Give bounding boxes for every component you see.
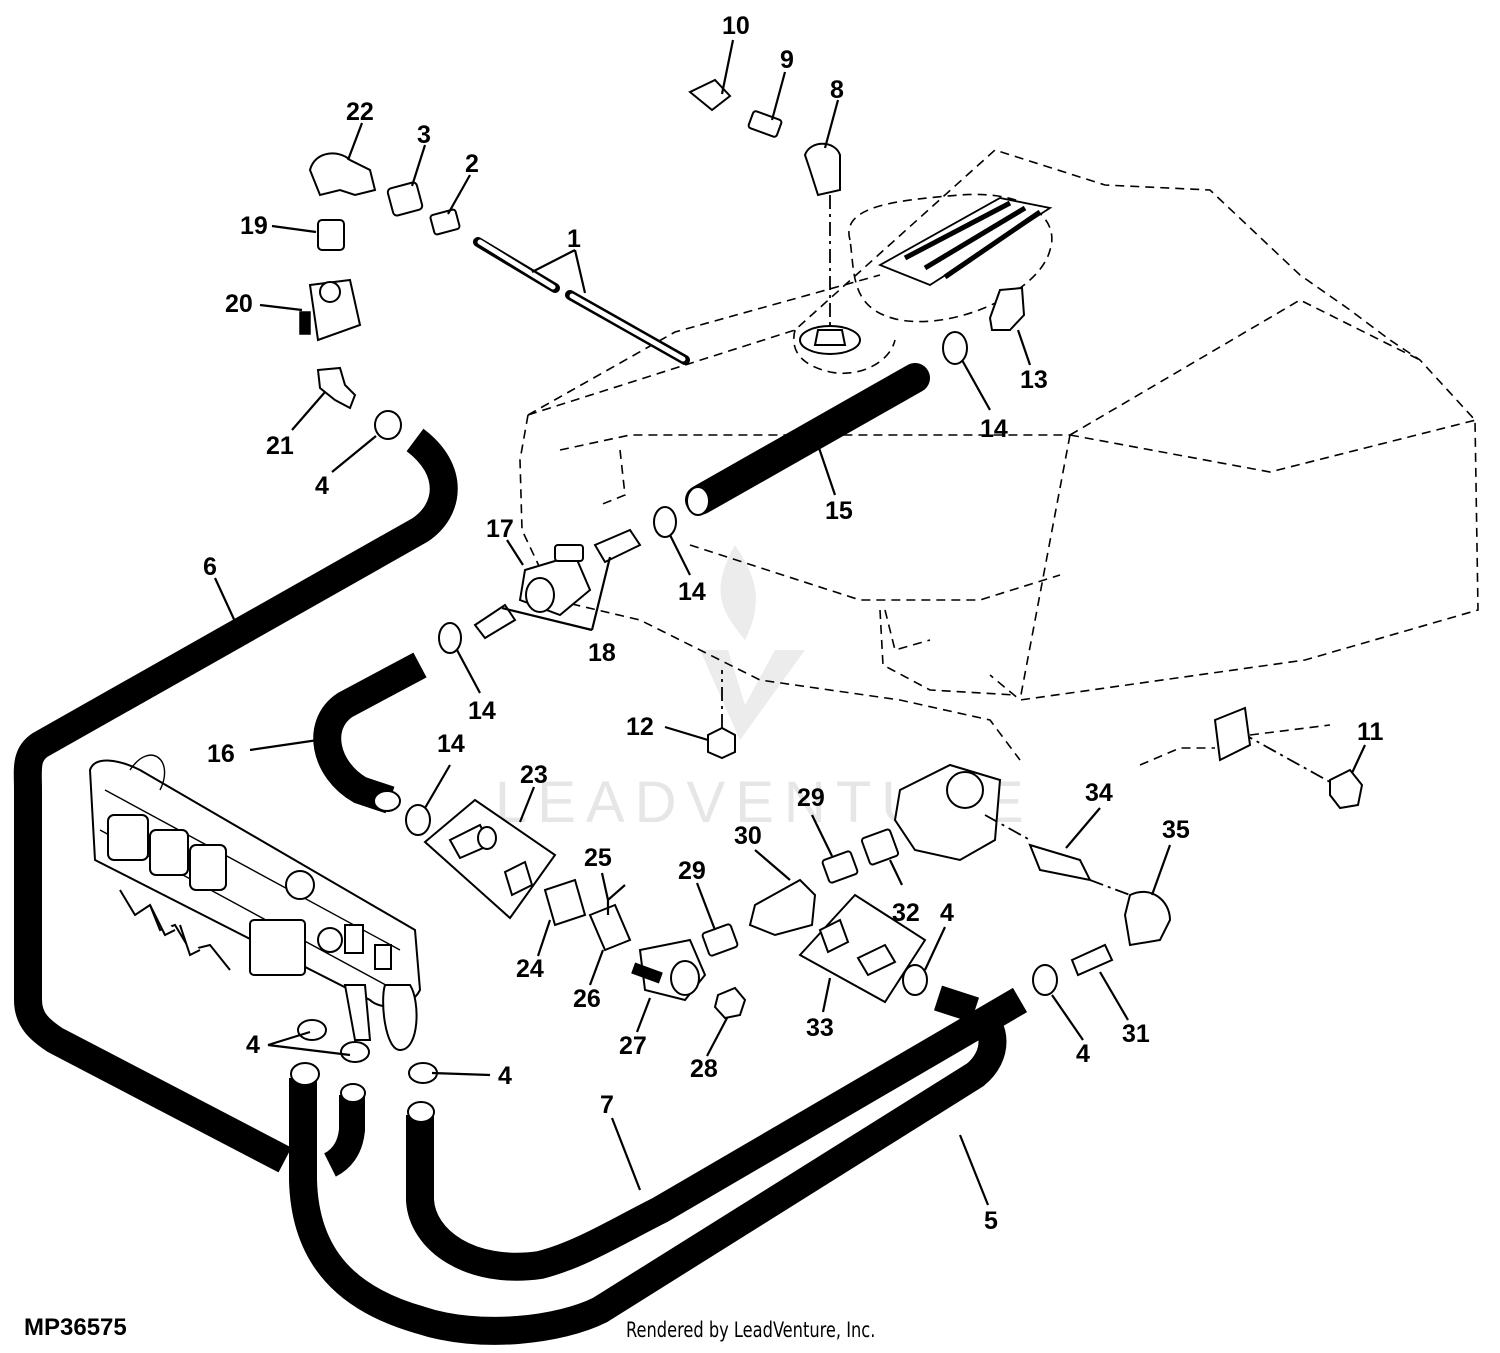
callout-11: 11: [1357, 718, 1384, 746]
callout-13: 13: [1020, 366, 1048, 394]
callout-24: 24: [516, 955, 544, 983]
part-28-plug: [713, 986, 747, 1020]
part-10-cap: [688, 78, 732, 112]
part-18-barb: [593, 528, 642, 564]
tank-grille: [877, 197, 1053, 287]
leader-lines: [214, 39, 1366, 1206]
part-14-clamp: [942, 331, 968, 365]
callout-4: 4: [940, 899, 954, 927]
callout-5: 5: [984, 1207, 998, 1235]
part-29-nipple: [821, 850, 859, 884]
kit-boxes: [423, 798, 927, 1004]
callout-22: 22: [346, 98, 374, 126]
hose-5: [289, 1005, 1007, 1345]
part-13-elbow: [988, 286, 1026, 331]
hoses: [13, 363, 1028, 1345]
callout-8: 8: [830, 76, 844, 104]
callout-7: 7: [600, 1091, 614, 1119]
part-26-fitting: [588, 903, 632, 952]
callout-26: 26: [573, 985, 601, 1013]
part-21-elbow: [316, 366, 357, 410]
render-credit: Rendered by LeadVenture, Inc.: [626, 1318, 876, 1342]
callout-6: 6: [203, 553, 217, 581]
callout-12: 12: [626, 713, 654, 741]
callout-18: 18: [588, 639, 616, 667]
part-19-nipple: [317, 219, 345, 251]
hose-7: [406, 987, 1028, 1281]
callout-28: 28: [690, 1055, 718, 1083]
callout-15: 15: [825, 497, 853, 525]
callout-25: 25: [584, 844, 612, 872]
callout-1: 1: [567, 225, 581, 253]
callout-30: 30: [734, 822, 762, 850]
callout-34: 34: [1085, 779, 1113, 807]
callout-2: 2: [465, 150, 479, 178]
callout-14: 14: [980, 415, 1008, 443]
callout-19: 19: [240, 212, 268, 240]
callout-29: 29: [678, 857, 706, 885]
part-12-nut: [707, 726, 736, 760]
callout-23: 23: [520, 761, 548, 789]
part-32-nipple: [860, 828, 900, 866]
part-30-tee: [748, 878, 817, 937]
callout-32: 32: [892, 899, 920, 927]
callout-21: 21: [266, 432, 294, 460]
part-31-barb: [1070, 943, 1114, 977]
sprayer-tank: [519, 149, 1479, 766]
callout-16: 16: [207, 740, 235, 768]
hose-6: [13, 428, 458, 1173]
callout-14: 14: [468, 697, 496, 725]
part-11-cap: [1329, 768, 1364, 810]
callout-35: 35: [1162, 816, 1190, 844]
callout-4: 4: [1076, 1040, 1090, 1068]
part-35-elbow: [1123, 890, 1172, 947]
diagram-id: MP36575: [24, 1314, 127, 1341]
callout-33: 33: [806, 1014, 834, 1042]
hose-15: [685, 363, 930, 515]
callout-labels: 10 9 8 22 3 2 19 1 20 13 21 14 4 15 17 6…: [203, 12, 1384, 1235]
callout-14: 14: [678, 578, 706, 606]
callout-10: 10: [722, 12, 750, 40]
callout-17: 17: [486, 515, 514, 543]
callout-27: 27: [619, 1032, 647, 1060]
callout-4: 4: [246, 1031, 260, 1059]
part-34-strainer: [1028, 843, 1092, 882]
part-9-nipple: [747, 110, 783, 138]
callout-4: 4: [315, 472, 329, 500]
part-22-elbow: [308, 152, 377, 197]
box-33: [798, 893, 927, 1004]
callout-14: 14: [437, 730, 465, 758]
control-manifold: [88, 754, 422, 1052]
callout-4: 4: [498, 1062, 512, 1090]
callout-9: 9: [780, 46, 794, 74]
callout-31: 31: [1122, 1020, 1150, 1048]
callout-20: 20: [225, 290, 253, 318]
fittings: [297, 78, 1364, 1084]
part-8-elbow: [803, 142, 841, 197]
hose-short: [323, 1095, 365, 1177]
callout-3: 3: [417, 121, 431, 149]
hose-16: [313, 652, 427, 814]
hose-stub: [933, 985, 980, 1023]
part-2-fitting: [429, 208, 461, 236]
callout-29: 29: [797, 784, 825, 812]
part-24-nut: [543, 878, 587, 927]
part-3-nut: [386, 181, 424, 217]
